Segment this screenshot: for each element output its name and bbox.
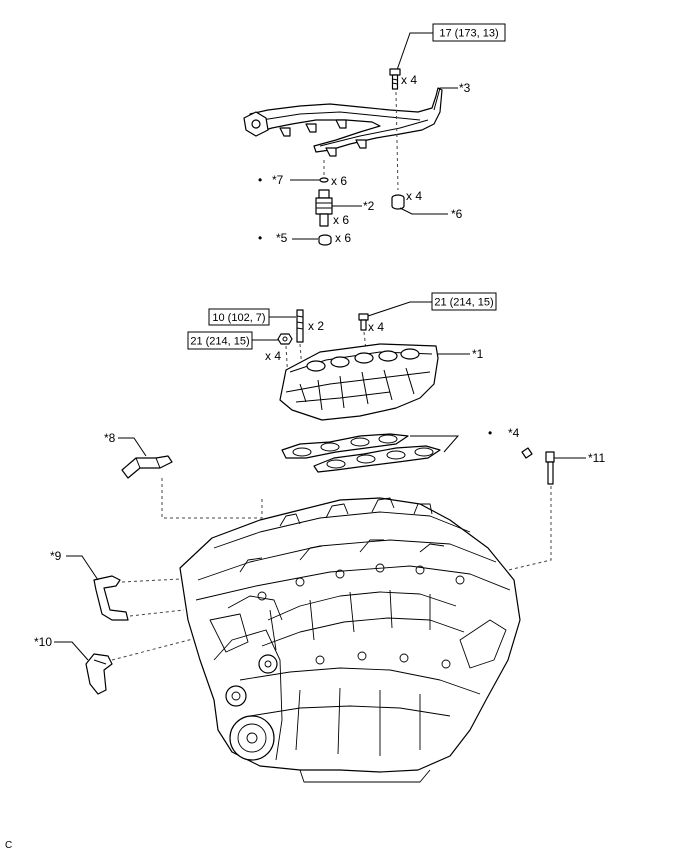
o-ring [319,177,329,183]
new-part-dot-7: • [258,173,262,187]
qty-manifold-bolt: x 4 [368,320,384,334]
sensor [545,451,555,485]
qty-o-ring: x 6 [331,174,347,188]
pipe-10 [85,653,113,695]
footer-code: C [5,840,12,851]
torque-spec-manifold-nut: 21 (214, 15) [190,336,249,348]
callout-10: *10 [34,635,52,649]
torque-box-stud: 10 (102, 7) [208,308,270,326]
callout-6: *6 [451,207,463,221]
manifold-bolt [358,313,369,331]
new-part-dot-5: • [258,231,262,245]
qty-spacer: x 4 [406,189,422,203]
manifold-stud [296,309,304,343]
callout-11: *11 [588,451,605,465]
fuel-rail-bolt [389,68,401,90]
callout-7: *7 [272,173,284,187]
fuel-injector [315,189,333,227]
callout-8: *8 [104,431,116,445]
torque-spec-manifold-bolt: 21 (214, 15) [434,297,493,309]
intake-manifold [279,343,439,421]
engine-block [179,497,521,783]
hose-8 [121,455,173,479]
pipe-9 [93,575,129,621]
qty-manifold-nut: x 4 [265,349,281,363]
injector-insulator [318,234,332,246]
callout-3: *3 [459,81,471,95]
qty-injector: x 6 [333,213,349,227]
intake-manifold-gasket [281,433,441,473]
callout-5: *5 [276,231,288,245]
qty-fuel-rail-bolt: x 4 [401,73,417,87]
callout-2: *2 [363,199,375,213]
callout-4: *4 [508,426,520,440]
callout-9: *9 [50,549,62,563]
fuel-rail-spacer [391,194,405,210]
torque-box-fuel-rail-bolt: 17 (173, 13) [432,23,506,42]
new-part-dot-4: • [488,426,492,440]
qty-stud: x 2 [308,319,324,333]
qty-insulator: x 6 [335,231,351,245]
manifold-nut [277,333,293,345]
torque-box-manifold-bolt: 21 (214, 15) [431,292,497,311]
fuel-delivery-pipe [243,87,443,157]
sensor-clip [521,447,533,459]
torque-box-manifold-nut: 21 (214, 15) [187,331,253,350]
torque-spec-fuel-rail-bolt: 17 (173, 13) [439,28,498,40]
callout-1: *1 [472,347,484,361]
torque-spec-stud: 10 (102, 7) [212,312,265,324]
